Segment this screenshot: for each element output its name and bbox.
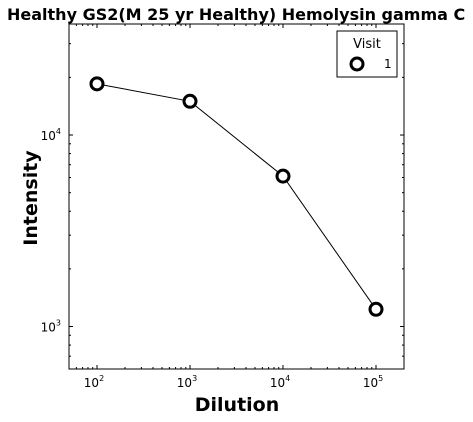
series-line bbox=[96, 83, 377, 310]
chart-title: Healthy GS2(M 25 yr Healthy) Hemolysin g… bbox=[7, 5, 465, 24]
data-point bbox=[89, 76, 105, 92]
data-point bbox=[182, 93, 198, 109]
x-tick-label: 102 bbox=[84, 374, 104, 390]
legend-title: Visit bbox=[353, 37, 381, 52]
y-axis-label: Intensity bbox=[20, 150, 42, 246]
legend-marker bbox=[349, 56, 365, 72]
legend-label: 1 bbox=[384, 57, 392, 71]
data-point bbox=[275, 168, 291, 184]
x-tick-label: 105 bbox=[363, 374, 383, 390]
legend-box bbox=[336, 30, 398, 78]
x-tick-label: 104 bbox=[270, 374, 290, 390]
x-axis-label: Dilution bbox=[195, 394, 280, 416]
y-tick-label: 103 bbox=[41, 319, 61, 335]
data-point bbox=[368, 301, 384, 317]
y-tick-label: 104 bbox=[41, 127, 61, 143]
plot-area: 102 103 104 105 103 104 bbox=[41, 23, 405, 390]
plot-frame bbox=[68, 23, 405, 370]
x-tick-label: 103 bbox=[177, 374, 197, 390]
